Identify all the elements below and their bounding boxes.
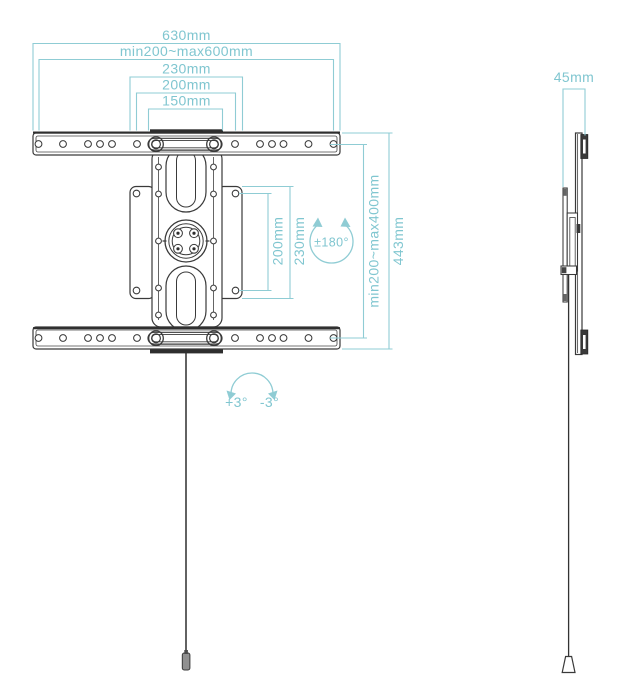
- bottom-rail: [32, 326, 341, 354]
- front-view: [32, 129, 341, 671]
- tilt-annotation: +3° -3°: [225, 372, 279, 410]
- dim-width-vesa-range-label: min200~max600mm: [120, 43, 253, 59]
- center-arm-plate: [151, 145, 223, 332]
- tilt-arrow-icon: [230, 372, 274, 395]
- dim-height-vesa-label: 200mm: [270, 217, 286, 266]
- dim-height-total-label: 443mm: [390, 217, 406, 266]
- pull-cord-front: [181, 352, 191, 671]
- rail-slot: [147, 136, 223, 153]
- dim-height-total: 443mm: [342, 132, 406, 350]
- dim-width-slot: 150mm: [147, 93, 224, 131]
- vesa-plate-left: [129, 185, 156, 300]
- dim-width-plate: 230mm: [129, 61, 244, 131]
- rail-holes: [34, 140, 338, 148]
- dim-height-plate: 230mm: [242, 185, 307, 300]
- cord-cone-weight: [561, 655, 576, 674]
- dim-width-vesa: 200mm: [135, 77, 237, 131]
- side-view: [560, 132, 589, 674]
- dim-height-vesa-range: min200~max400mm: [330, 143, 382, 339]
- rotation-hub: [162, 219, 210, 263]
- dim-width-vesa-label: 200mm: [162, 77, 211, 93]
- plate-screw-holes: [155, 163, 217, 319]
- tilt-up-label: +3°: [225, 394, 248, 410]
- dim-width-total: 630mm: [32, 27, 341, 131]
- pull-cord-side: [561, 274, 576, 674]
- dim-depth: 45mm: [554, 69, 595, 187]
- tilt-down-label: -3°: [260, 394, 279, 410]
- dim-width-total-label: 630mm: [162, 27, 211, 43]
- dim-height-vesa: 200mm: [239, 192, 286, 292]
- dim-width-vesa-range: min200~max600mm: [38, 43, 335, 131]
- swivel-annotation: ±180°: [309, 217, 354, 264]
- dim-depth-label: 45mm: [554, 69, 595, 85]
- vesa-plate-right: [216, 185, 243, 300]
- dim-height-vesa-range-label: min200~max400mm: [366, 174, 382, 307]
- swivel-range-label: ±180°: [314, 236, 349, 250]
- hub-bolts: [173, 228, 199, 254]
- top-rail: [32, 129, 341, 156]
- dim-height-plate-label: 230mm: [291, 217, 307, 266]
- rail-slot: [147, 330, 223, 347]
- cord-weight: [181, 652, 191, 671]
- side-wall-plate: [562, 187, 568, 303]
- dimensions: 630mm min200~max600mm 230mm 200mm 150mm …: [32, 27, 595, 410]
- rotation-arrow-icon: [309, 223, 354, 264]
- dim-width-plate-label: 230mm: [162, 61, 211, 77]
- dim-width-slot-label: 150mm: [162, 93, 211, 109]
